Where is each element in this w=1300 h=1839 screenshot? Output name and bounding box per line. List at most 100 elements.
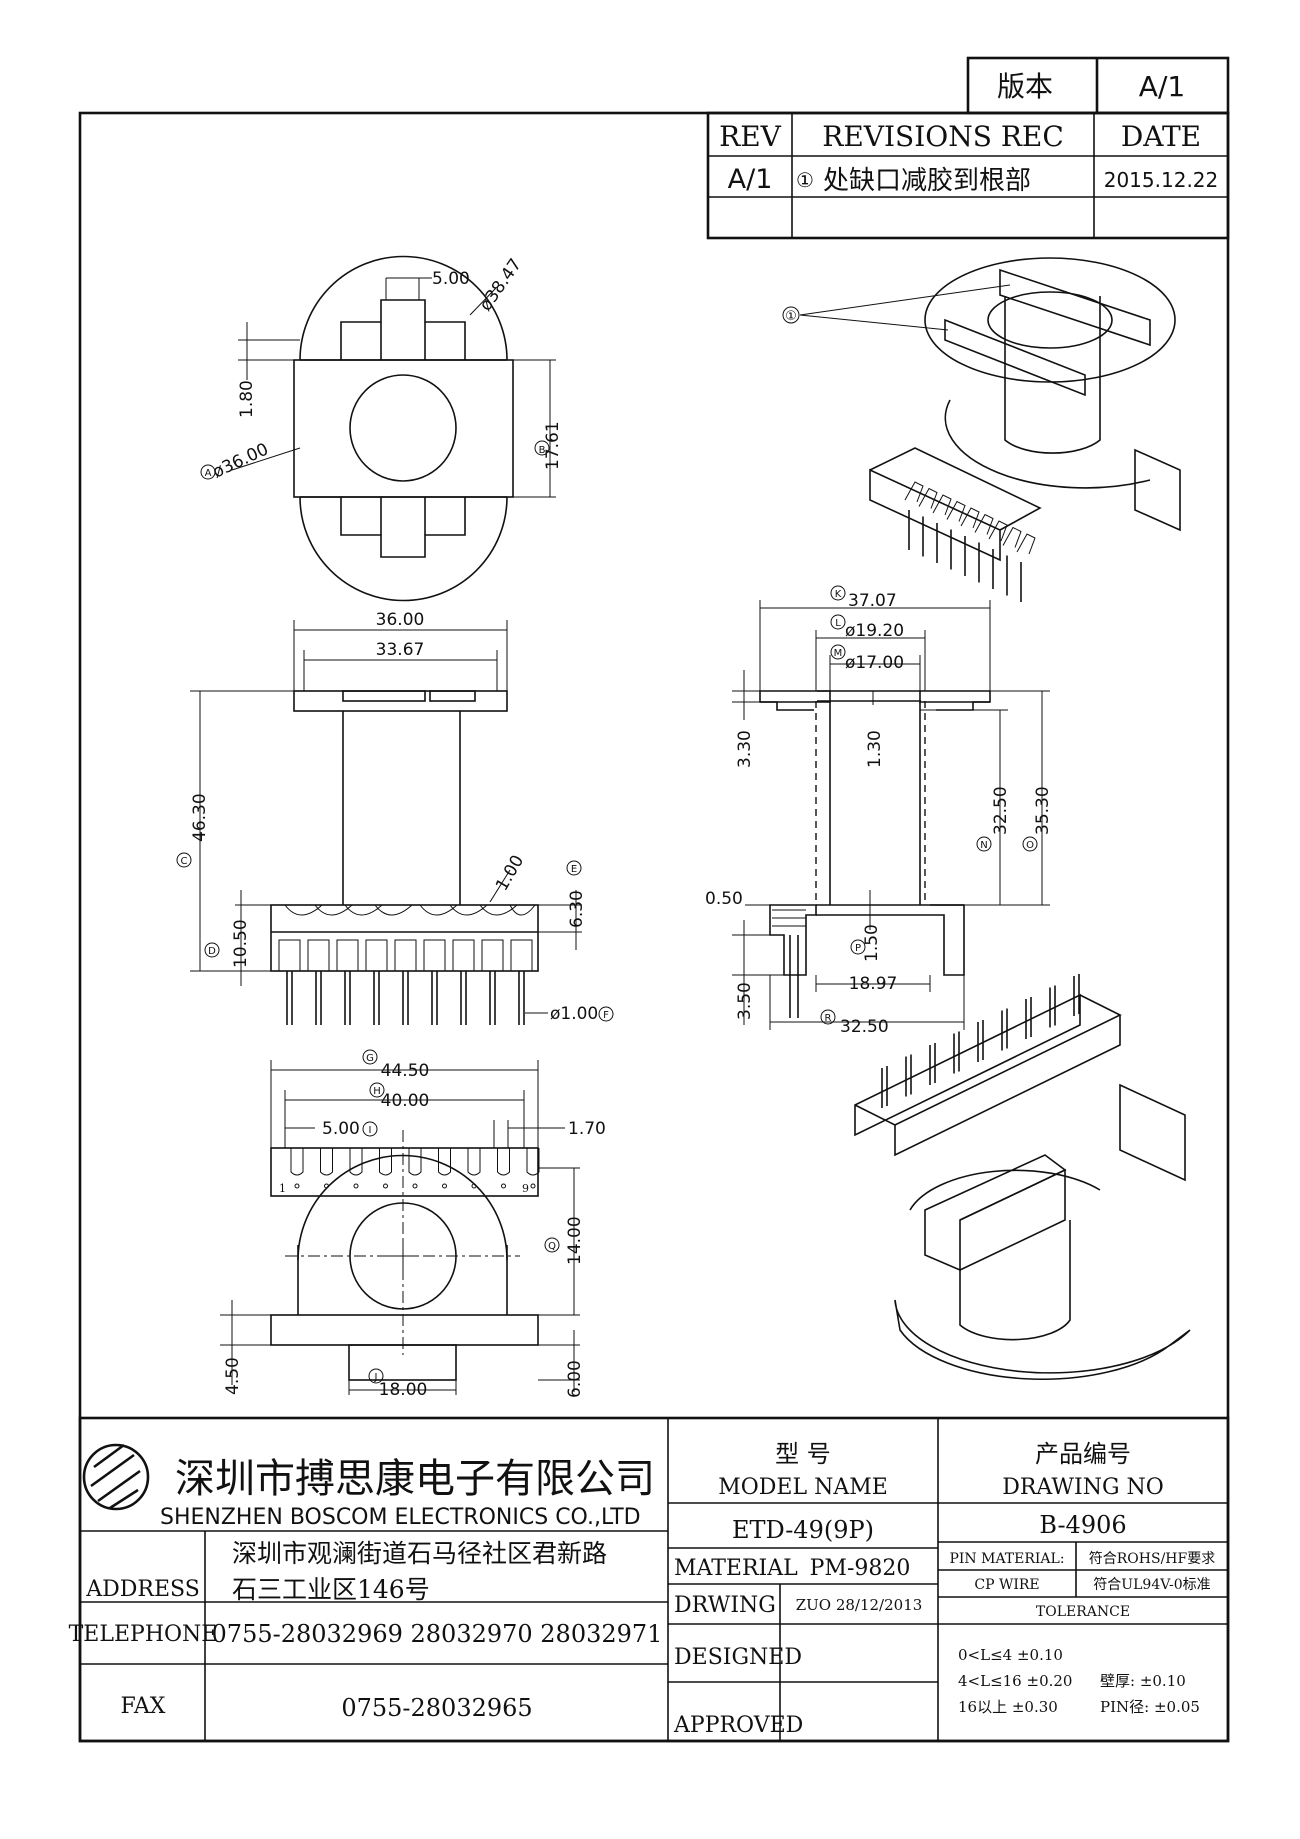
- pin-hole: [353, 1183, 359, 1189]
- approved-label: APPROVED: [673, 1713, 803, 1738]
- callout-Q: Q: [548, 1241, 556, 1252]
- pin-cell: [307, 939, 330, 972]
- cp-wire-value: 符合UL94V-0标准: [1093, 1577, 1210, 1593]
- drawing-by: ZUO 28/12/2013: [796, 1596, 923, 1614]
- version-value: A/1: [1139, 70, 1185, 103]
- iso-pin-cell: [1002, 526, 1022, 548]
- dim-top-width: 17.61: [543, 421, 563, 470]
- dim-bottom-overall: 44.50: [381, 1061, 430, 1081]
- dim-bottom-gap: 1.70: [568, 1119, 606, 1139]
- tolerance-row-3: 16以上 ±0.30: [958, 1698, 1058, 1716]
- dim-bottom-foot: 4.50: [223, 1357, 243, 1395]
- designed-label: DESIGNED: [674, 1645, 802, 1670]
- address-label: ADDRESS: [85, 1577, 200, 1602]
- iso-pin-cell: [974, 513, 994, 535]
- revision-marker-callout: ①: [785, 309, 797, 324]
- telephone-label: TELEPHONE: [69, 1622, 218, 1647]
- callout-N: N: [980, 840, 987, 851]
- pin-slot: [349, 1148, 363, 1176]
- pin-last-label: 9: [522, 1182, 529, 1195]
- dim-side-wall: 1.30: [865, 730, 885, 768]
- callout-A: A: [205, 468, 212, 479]
- version-label: 版本: [997, 70, 1053, 103]
- callout-R: R: [825, 1013, 832, 1024]
- dim-bottom-pitch: 5.00: [322, 1119, 360, 1139]
- material-label: MATERIAL: [674, 1556, 798, 1581]
- rev-row-date: 2015.12.22: [1104, 168, 1219, 192]
- rev-header: REV: [719, 120, 782, 153]
- pin-cell: [278, 939, 301, 972]
- pin-hole: [471, 1183, 477, 1189]
- iso-pin-cell: [904, 481, 924, 503]
- pin-slot: [290, 1148, 304, 1176]
- wall-tolerance: 壁厚: ±0.10: [1100, 1672, 1186, 1690]
- pin-slot: [408, 1148, 422, 1176]
- iso-pin-cell: [932, 494, 952, 516]
- drawing-label: DRWING: [674, 1593, 776, 1618]
- company-name-cn: 深圳市搏思康电子有限公司: [175, 1456, 655, 1502]
- iso-pin-cell: [960, 507, 980, 529]
- address-line2: 石三工业区146号: [232, 1575, 430, 1604]
- pin-slot: [320, 1148, 333, 1176]
- top-view: 5.00 ø38.47 1.80 17.61 B A ø36.00: [200, 255, 563, 602]
- dim-front-rib: 1.00: [492, 852, 528, 895]
- dim-front-height: 46.30: [190, 793, 210, 842]
- rev-row-rev: A/1: [728, 164, 773, 195]
- pin-cell: [365, 939, 388, 972]
- dim-side-flange: 3.30: [735, 730, 755, 768]
- dim-side-base-step: 1.50: [862, 924, 882, 962]
- tolerance-label: TOLERANCE: [1036, 1604, 1130, 1620]
- pin-hole: [294, 1183, 300, 1189]
- pin-cell: [510, 939, 533, 972]
- drawing-no-value: B-4906: [1039, 1511, 1126, 1539]
- dim-top-outer-dia: ø38.47: [476, 255, 526, 315]
- dim-front-width: 36.00: [376, 610, 425, 630]
- iso-pin-cell: [1016, 533, 1036, 555]
- dim-side-pin-len: 3.50: [735, 982, 755, 1020]
- fax-value: 0755-28032965: [341, 1694, 532, 1722]
- pin-slot: [497, 1148, 510, 1176]
- dim-side-outer: ø19.20: [845, 621, 904, 641]
- isometric-view-bottom: [854, 974, 1191, 1381]
- pin-material-label: PIN MATERIAL:: [949, 1551, 1064, 1567]
- material-value: PM-9820: [810, 1556, 911, 1581]
- company-name-en: SHENZHEN BOSCOM ELECTRONICS CO.,LTD: [160, 1505, 641, 1530]
- pin-material-value: 符合ROHS/HF要求: [1089, 1551, 1215, 1567]
- callout-K: K: [835, 589, 842, 600]
- pin-hole: [442, 1183, 447, 1189]
- pin-cell: [394, 939, 417, 972]
- isometric-view-top: ①: [782, 257, 1181, 602]
- dim-side-inner: ø17.00: [845, 653, 904, 673]
- company-logo: [82, 1443, 150, 1511]
- front-view: 36.00 33.67 46.30 C 10.50 D 6.30 E 1.00 …: [176, 610, 614, 1025]
- pin-slot: [467, 1148, 481, 1176]
- model-label-en: MODEL NAME: [718, 1475, 888, 1500]
- drawing-no-label-en: DRAWING NO: [1002, 1475, 1164, 1500]
- pin-hole: [324, 1183, 329, 1189]
- dim-side-window: 32.50: [991, 786, 1011, 835]
- dim-top-slot: 5.00: [432, 269, 470, 289]
- dim-top-flange-thk: 1.80: [237, 380, 257, 418]
- callout-I: I: [369, 1125, 372, 1136]
- dim-side-base-inner: 18.97: [849, 974, 898, 994]
- callout-G: G: [366, 1053, 374, 1064]
- dim-top-dia: ø36.00: [210, 439, 272, 482]
- callout-M: M: [834, 648, 843, 659]
- rev-row-marker: ①: [796, 168, 814, 192]
- pin-cell: [452, 939, 475, 972]
- iso-pin-cell: [988, 520, 1008, 542]
- revision-block: 版本 A/1 REV REVISIONS REC DATE A/1 ① 处缺口减…: [706, 56, 1230, 240]
- dim-side-base: 32.50: [840, 1017, 889, 1037]
- pin-hole: [383, 1183, 388, 1189]
- pin-slot: [379, 1148, 392, 1176]
- callout-F: F: [603, 1010, 609, 1021]
- pin-hole: [501, 1183, 506, 1189]
- dim-bottom-tab: 18.00: [379, 1380, 428, 1400]
- callout-E: E: [571, 864, 577, 875]
- bottom-view: 1 9 44.50 G 40.00 H 5.00 I 1.70 14.00 Q …: [220, 1049, 606, 1400]
- tolerance-row-1: 0<L≤4 ±0.10: [958, 1646, 1063, 1664]
- pin-cell: [481, 939, 504, 972]
- date-header: DATE: [1121, 120, 1201, 153]
- model-label-cn: 型 号: [775, 1440, 831, 1468]
